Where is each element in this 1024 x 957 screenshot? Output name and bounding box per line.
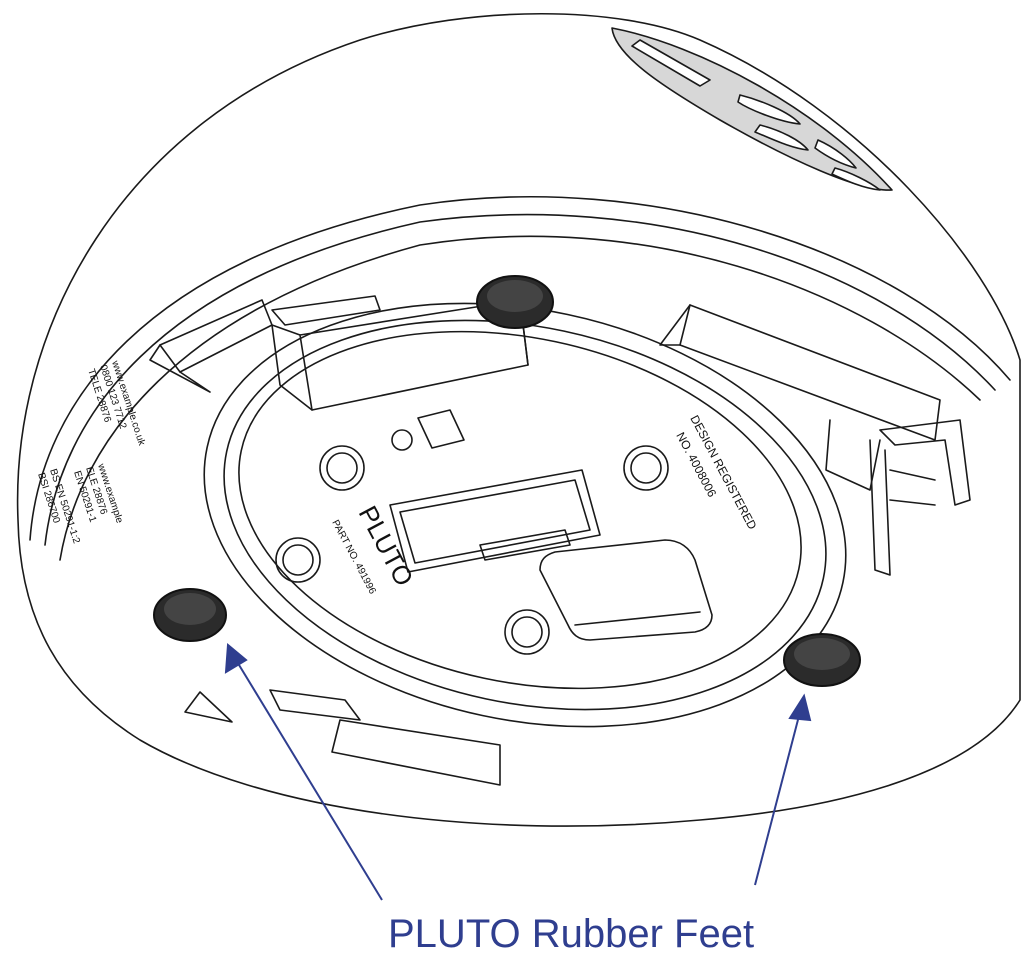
right-latch-block bbox=[679, 304, 941, 441]
screw-hole-3 bbox=[504, 609, 550, 655]
base-rim-lip bbox=[59, 235, 981, 561]
base-ring-middle bbox=[223, 319, 827, 711]
bottom-latch-block bbox=[331, 719, 501, 786]
rubber-feet bbox=[153, 275, 861, 687]
arrow-right-line bbox=[754, 711, 801, 886]
box-symbol bbox=[417, 409, 465, 449]
embossed-text: PLUTO PART NO. 491996 DESIGN REGISTERED … bbox=[35, 359, 760, 597]
arrow-left-line bbox=[235, 659, 383, 901]
screw-hole-1 bbox=[319, 445, 365, 491]
module-block bbox=[539, 539, 713, 641]
dome-shell bbox=[16, 13, 1021, 827]
arrow-right-head bbox=[788, 693, 812, 722]
earth-symbol bbox=[391, 429, 413, 451]
base-rim-outer bbox=[29, 195, 1011, 541]
callout-arrows bbox=[224, 642, 812, 901]
arrow-left-head bbox=[224, 642, 248, 674]
alignment-triangle bbox=[184, 691, 233, 723]
base-ring-inner bbox=[238, 330, 802, 690]
screw-hole-2 bbox=[623, 445, 669, 491]
base-ring-outer bbox=[203, 302, 847, 728]
label-recess bbox=[389, 469, 601, 573]
caption-label: PLUTO Rubber Feet bbox=[388, 912, 755, 956]
base-rim-inner bbox=[44, 213, 996, 546]
brand-logo-inner bbox=[282, 544, 314, 576]
brand-logo-outer bbox=[275, 537, 321, 583]
